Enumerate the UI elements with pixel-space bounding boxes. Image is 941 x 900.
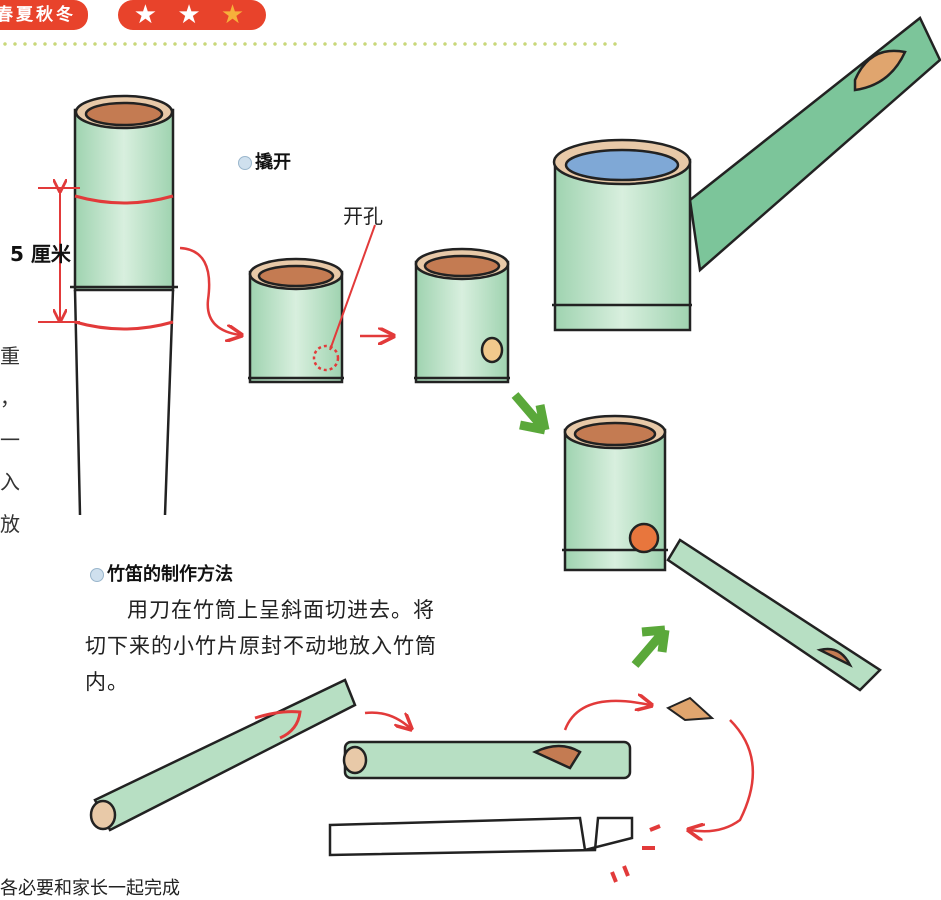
edge-char: 入 [0, 470, 20, 494]
cup-2 [414, 247, 510, 384]
footer-note: 各必要和家长一起完成 [0, 878, 180, 899]
whistle-title-text: 竹笛的制作方法 [107, 564, 233, 585]
arrow-stick [364, 711, 410, 728]
hole-leader-line [329, 224, 376, 351]
whistle-title: 竹笛的制作方法 [90, 560, 233, 586]
edge-char: 重 [0, 344, 20, 368]
bamboo-ladle [552, 16, 941, 332]
whistle-section [328, 816, 634, 857]
left-edge-text: 重 ， 一 入 放 [0, 340, 24, 550]
bamboo-chip [665, 696, 715, 722]
bamboo-stick-2 [342, 740, 632, 780]
green-arrow-2 [631, 625, 670, 668]
dotted-divider [0, 42, 620, 46]
length-label: 5 厘米 [10, 242, 71, 266]
tall-bamboo [70, 94, 178, 516]
pry-open-text: 撬开 [255, 152, 291, 173]
measure-bracket [38, 188, 80, 323]
edge-char: ， [0, 386, 20, 410]
hole-label: 开孔 [343, 204, 383, 228]
filled-stars: ★ ★ [133, 0, 221, 30]
bamboo-stick-1 [89, 678, 357, 832]
edge-char: 一 [0, 428, 20, 452]
cup-3 [562, 414, 882, 692]
difficulty-stars: ★ ★ ★ [118, 0, 266, 30]
sound-marks [610, 824, 661, 883]
edge-char: 放 [0, 512, 20, 536]
arrow-chip [563, 701, 650, 731]
cup-1 [248, 257, 344, 384]
arrow-to-cup [179, 246, 240, 335]
whistle-instructions: 用刀在竹筒上呈斜面切进去。将切下来的小竹片原封不动地放入竹筒内。 [85, 598, 437, 694]
arrow-back [690, 719, 755, 831]
bullet-icon [90, 568, 104, 582]
bullet-icon [238, 156, 252, 170]
pry-open-label: 撬开 [238, 148, 291, 174]
season-badge: 春夏秋冬 [0, 0, 88, 30]
green-arrow-1 [511, 392, 550, 435]
partial-star: ★ [220, 0, 251, 30]
